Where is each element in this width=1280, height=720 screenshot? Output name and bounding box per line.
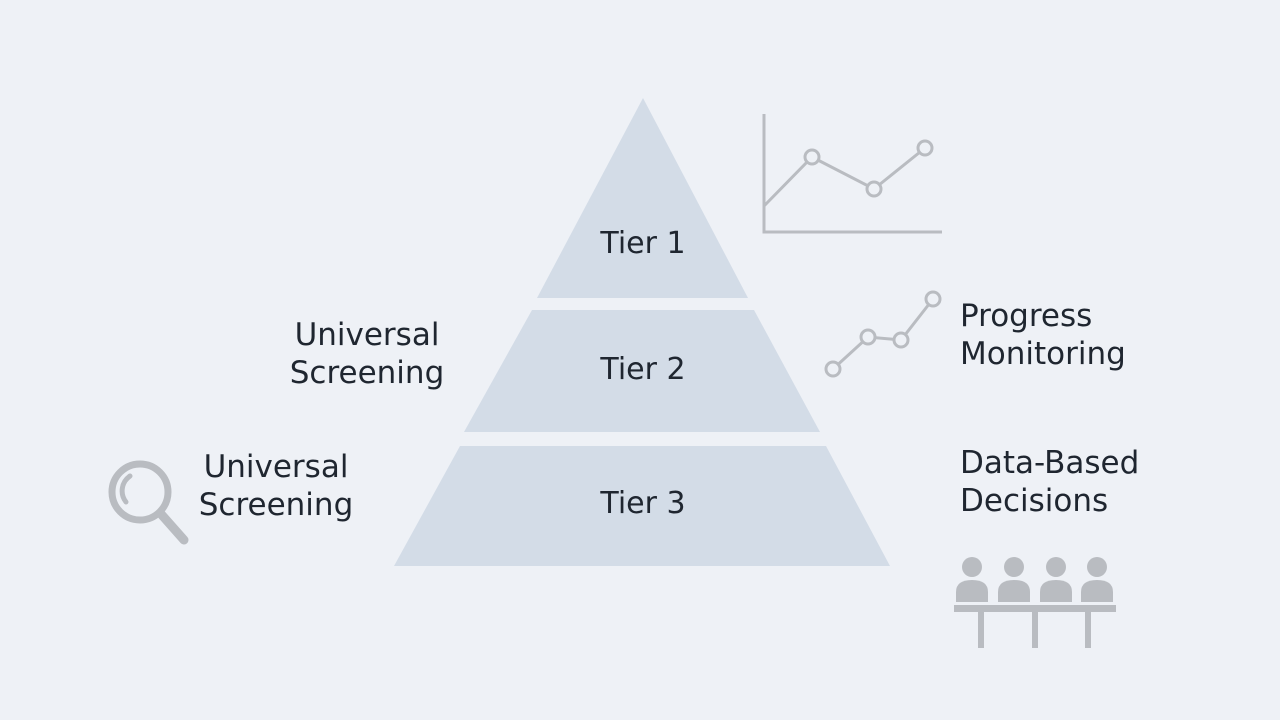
progress-monitoring-label: Progress Monitoring (960, 297, 1126, 373)
trend-line-icon (824, 290, 942, 378)
data-based-decisions-line1: Data-Based (960, 445, 1140, 481)
pyramid-tier-1-shape (537, 98, 748, 298)
universal-screening-lower-label: Universal Screening (192, 448, 360, 524)
tier-1-label: Tier 1 (600, 226, 686, 261)
progress-monitoring-line1: Progress (960, 298, 1093, 334)
universal-screening-upper-line2: Screening (289, 355, 445, 391)
universal-screening-lower-line2: Screening (198, 487, 354, 523)
line-chart-icon (762, 114, 942, 234)
pyramid-tier-3-shape (394, 446, 890, 566)
data-based-decisions-label: Data-Based Decisions (960, 444, 1139, 520)
team-table-icon (954, 557, 1116, 648)
progress-monitoring-line2: Monitoring (960, 336, 1126, 372)
magnifier-icon (108, 460, 189, 545)
universal-screening-upper-line1: Universal (294, 317, 440, 353)
universal-screening-lower-line1: Universal (203, 449, 349, 485)
universal-screening-upper-label: Universal Screening (282, 316, 452, 392)
tier-2-label: Tier 2 (600, 352, 686, 387)
data-based-decisions-line2: Decisions (960, 483, 1109, 519)
tier-3-label: Tier 3 (600, 486, 686, 521)
pyramid-tier-2-shape (464, 310, 820, 432)
